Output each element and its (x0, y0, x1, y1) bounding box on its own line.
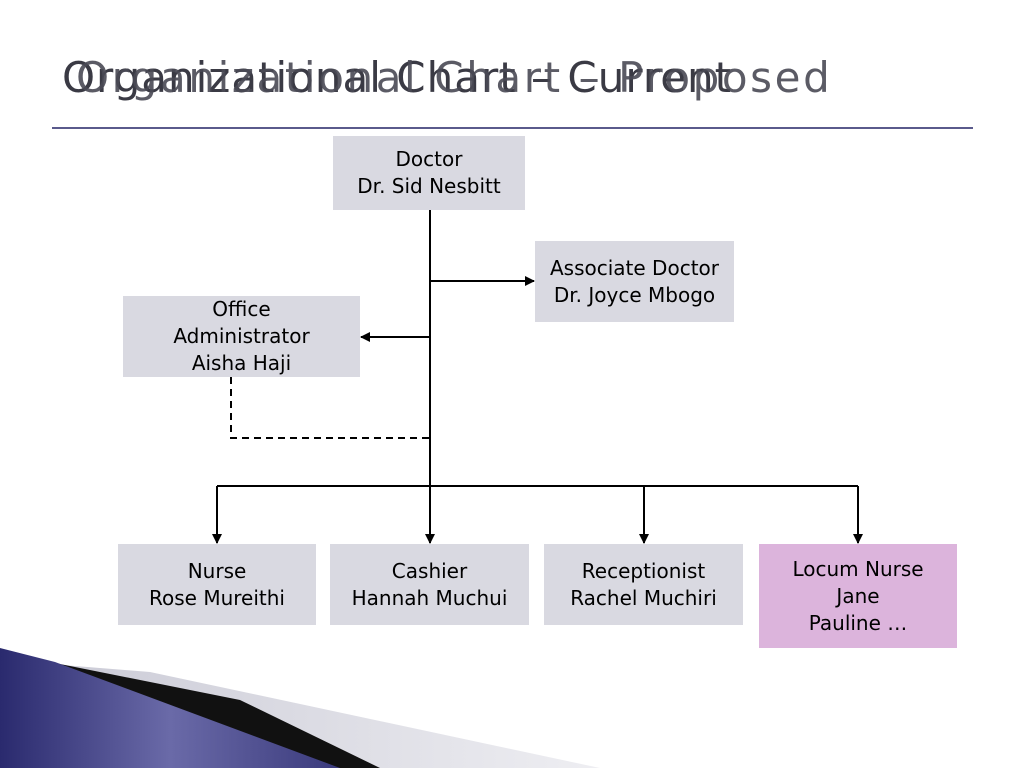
cashier-role: Cashier (391, 558, 468, 583)
dashed-connector-office (230, 377, 430, 439)
slide-title: Organizational Chart – Current (62, 53, 733, 102)
node-doctor: Doctor Dr. Sid Nesbitt (333, 136, 525, 210)
node-nurse: Nurse Rose Mureithi (118, 544, 316, 625)
doctor-role: Doctor (395, 147, 463, 171)
node-locum-nurse: Locum Nurse Jane Pauline … (759, 544, 957, 648)
node-associate-doctor: Associate Doctor Dr. Joyce Mbogo (535, 241, 734, 322)
title-area: Organizational Chart – Current Organizat… (62, 50, 962, 110)
locum-name-1: Jane (836, 583, 880, 608)
receptionist-name: Rachel Muchiri (570, 585, 717, 610)
node-office-administrator: Office Administrator Aisha Haji (123, 296, 360, 377)
node-cashier: Cashier Hannah Muchui (330, 544, 529, 625)
office-name: Aisha Haji (191, 351, 292, 375)
associate-name: Dr. Joyce Mbogo (553, 282, 716, 307)
slide-title-overlay: Organizational Chart – Proposed (76, 53, 833, 102)
locum-role: Locum Nurse (792, 556, 924, 581)
office-role-line2: Administrator (173, 324, 310, 348)
title-divider (52, 127, 973, 129)
cashier-name: Hannah Muchui (351, 585, 508, 610)
corner-swoosh-blue (0, 648, 340, 768)
associate-role: Associate Doctor (549, 255, 719, 280)
nurse-role: Nurse (187, 558, 247, 583)
node-receptionist: Receptionist Rachel Muchiri (544, 544, 743, 625)
nurse-name: Rose Mureithi (149, 585, 285, 610)
receptionist-role: Receptionist (581, 558, 706, 583)
doctor-name: Dr. Sid Nesbitt (357, 174, 501, 198)
locum-name-2: Pauline … (808, 610, 908, 635)
office-role-line1: Office (212, 297, 271, 321)
